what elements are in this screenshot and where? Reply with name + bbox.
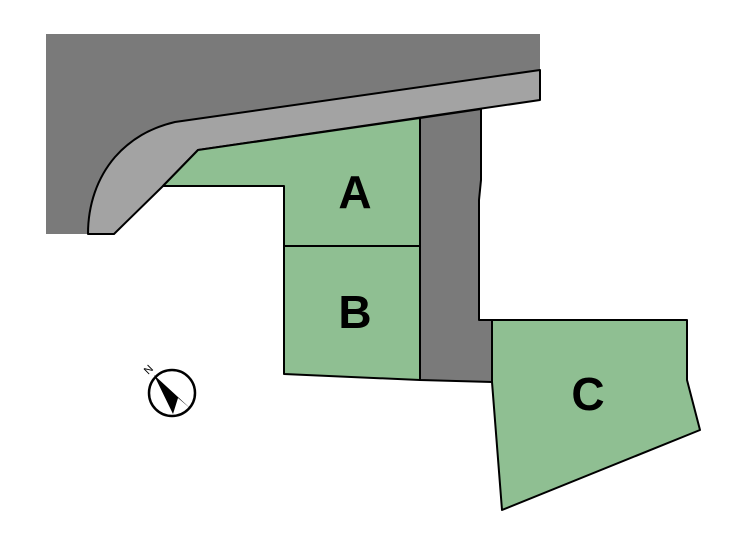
compass-north-letter: N (142, 363, 156, 377)
lot-c-label: C (571, 368, 604, 420)
lot-a-label: A (338, 166, 371, 218)
driveway (419, 108, 493, 383)
lot-b-label: B (338, 286, 371, 338)
north-arrow-icon: N (142, 363, 197, 418)
lot-c[interactable] (491, 319, 701, 511)
road-area-dark (46, 34, 540, 234)
road-sidewalk (87, 69, 541, 235)
